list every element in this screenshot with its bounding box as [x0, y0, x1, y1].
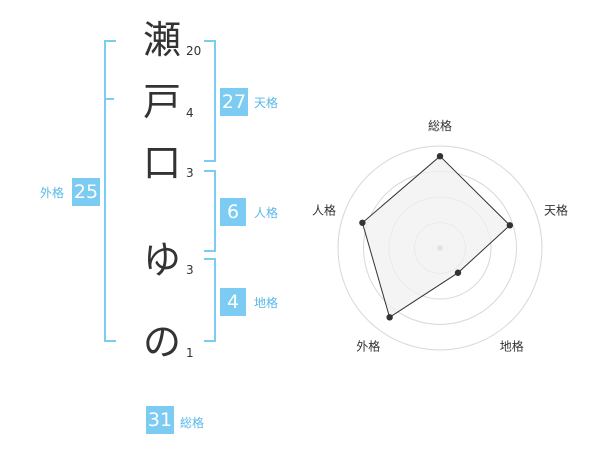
gaikaku-label: 外格: [40, 186, 65, 200]
radar-axis-label: 外格: [356, 339, 380, 354]
stroke-count-1: 20: [186, 44, 202, 58]
radar-point: [454, 269, 462, 276]
radar-axis-label: 地格: [500, 339, 524, 354]
name-char-1: 瀬: [142, 18, 181, 62]
name-char-3: 口: [142, 141, 181, 185]
chikaku-label: 地格: [254, 296, 279, 310]
stroke-count-2: 4: [186, 106, 194, 120]
name-char-5: の: [142, 320, 181, 364]
name-char-4: ゆ: [142, 238, 181, 282]
stroke-count-3: 3: [186, 166, 194, 180]
name-char-2: 戸: [142, 80, 181, 124]
radar-point: [506, 222, 514, 229]
radar-point: [359, 219, 366, 226]
radar-point: [436, 153, 444, 160]
gaikaku-value: 25: [72, 178, 100, 206]
gaikaku-bracket-tick: [104, 98, 114, 100]
chikaku-bracket: [204, 258, 216, 342]
stroke-count-4: 3: [186, 263, 194, 277]
jinkaku-value: 6: [220, 198, 246, 226]
jinkaku-bracket: [204, 170, 216, 252]
radar-area: [361, 155, 511, 319]
tenkaku-value: 27: [220, 88, 248, 116]
tenkaku-bracket: [204, 40, 216, 162]
jinkaku-label: 人格: [254, 206, 279, 220]
radar-axis-label: 総格: [428, 118, 452, 133]
soukaku-value: 31: [146, 406, 174, 434]
chikaku-value: 4: [220, 288, 246, 316]
radar-axis-label: 天格: [544, 202, 568, 217]
soukaku-label: 総格: [180, 416, 205, 430]
radar-point: [386, 314, 393, 321]
stroke-count-5: 1: [186, 346, 194, 360]
tenkaku-label: 天格: [254, 96, 279, 110]
gaikaku-bracket: [104, 40, 116, 342]
radar-axis-label: 人格: [312, 202, 336, 217]
